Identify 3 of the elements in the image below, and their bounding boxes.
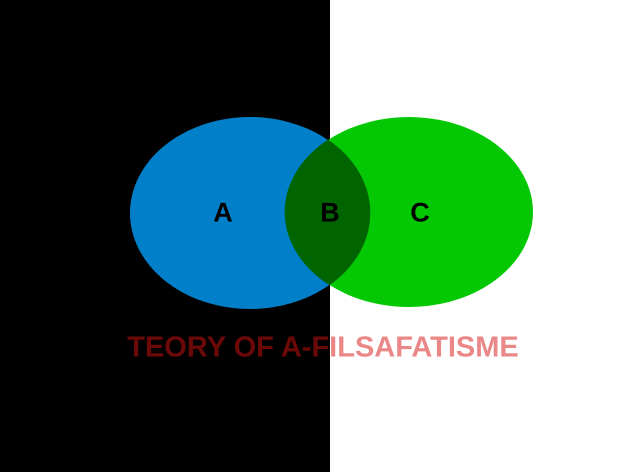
set-label: C [410,200,430,226]
set-label: A [213,200,233,226]
set-label: B [320,199,340,226]
